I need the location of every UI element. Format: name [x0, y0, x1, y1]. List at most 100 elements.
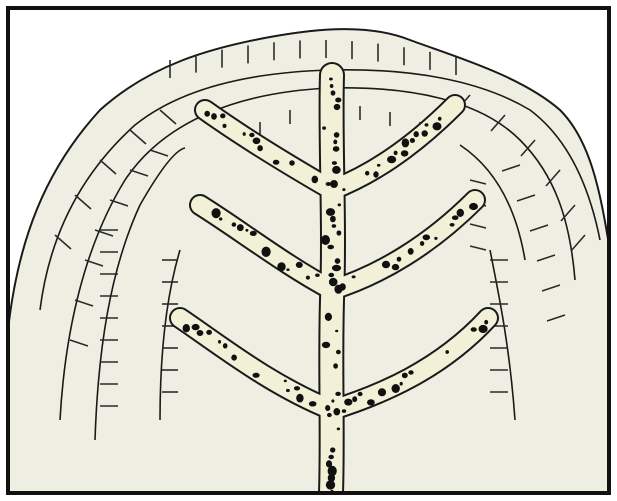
vein-speckle	[469, 203, 478, 210]
vein-speckle	[332, 166, 341, 174]
vein-speckle	[337, 428, 340, 431]
vein-speckle	[367, 399, 375, 405]
vein-speckle	[400, 382, 403, 386]
vein-speckle	[329, 278, 338, 287]
vein-speckle	[330, 447, 335, 452]
vein-speckle	[328, 273, 334, 277]
vein-speckle	[332, 265, 341, 271]
vein-speckle	[206, 330, 212, 335]
vein-speckle	[330, 180, 338, 188]
vein-speckle	[422, 130, 428, 136]
vein-speckle	[325, 313, 332, 321]
vein-speckle	[438, 117, 442, 121]
vein-speckle	[445, 350, 449, 354]
vein-speckle	[223, 343, 228, 348]
vein-speckle	[471, 327, 477, 332]
vein-speckle	[204, 111, 210, 117]
vein-speckle	[433, 122, 442, 130]
vein-speckle	[457, 209, 464, 217]
vein-speckle	[450, 223, 455, 227]
vein-speckle	[333, 408, 340, 415]
vein-speckle	[212, 208, 221, 218]
vein-speckle	[392, 384, 400, 393]
vein-speckle	[333, 146, 340, 152]
vein-speckle	[328, 455, 334, 459]
vein-speckle	[342, 188, 345, 191]
vein-speckle	[306, 276, 310, 280]
vein-speckle	[339, 283, 345, 290]
vein-speckle	[220, 113, 225, 118]
vein-speckle	[326, 480, 335, 489]
vein-speckle	[334, 104, 341, 110]
vein-speckle	[335, 392, 341, 396]
vein-speckle	[387, 156, 396, 164]
vein-speckle	[352, 396, 357, 402]
vein-speckle	[286, 389, 290, 392]
vein-speckle	[425, 123, 429, 126]
vein-speckle	[237, 224, 244, 231]
vein-speckle	[335, 258, 341, 264]
vein-speckle	[331, 399, 334, 402]
vein-speckle	[294, 386, 300, 390]
vein-speckle	[397, 257, 402, 262]
vein-speckle	[183, 324, 190, 332]
vein-speckle	[337, 230, 342, 235]
vein-speckle	[423, 234, 431, 240]
vein-speckle	[289, 160, 295, 165]
vein-speckle	[414, 131, 419, 137]
vein-speckle	[352, 275, 356, 278]
vein-speckle	[253, 373, 260, 378]
vein-speckle	[223, 124, 227, 128]
vein-speckle	[232, 222, 237, 226]
vein-speckle	[401, 150, 409, 156]
vein-speckle	[219, 217, 222, 220]
vein-speckle	[325, 405, 330, 411]
vein-speckle	[335, 330, 338, 332]
vein-speckle	[211, 113, 217, 120]
vein-speckle	[286, 268, 289, 271]
vein-speckle	[382, 261, 390, 269]
vein-speckle	[330, 84, 334, 88]
vein-speckle	[332, 161, 337, 165]
vein-speckle	[342, 409, 346, 413]
vein-speckle	[335, 98, 341, 103]
vein-speckle	[331, 90, 336, 95]
vein-speckle	[192, 324, 200, 330]
vein-speckle	[315, 274, 320, 277]
vein-speckle	[402, 138, 410, 147]
vein-speckle	[273, 160, 280, 165]
vein-speckle	[231, 355, 237, 361]
vein-speckle	[420, 241, 424, 246]
vein-speckle	[245, 229, 248, 232]
vein-speckle	[257, 145, 263, 151]
vein-speckle	[277, 262, 285, 271]
vein-speckle	[218, 340, 221, 344]
vein-speckle	[479, 325, 488, 333]
vein-speckle	[358, 392, 363, 396]
vein-speckle	[330, 216, 336, 223]
vein-speckle	[365, 171, 369, 176]
vein-speckle	[327, 245, 334, 250]
vein-speckle	[408, 370, 413, 374]
vein-speckle	[296, 394, 303, 403]
vein-speckle	[402, 373, 408, 379]
vein-speckle	[332, 224, 337, 228]
vein-speckle	[410, 138, 415, 143]
vein-speckle	[408, 248, 414, 255]
vein-speckle	[394, 151, 398, 156]
vein-speckle	[322, 342, 330, 348]
vein-speckle	[312, 176, 319, 184]
vein-speckle	[484, 320, 488, 325]
vein-speckle	[284, 380, 287, 383]
vein-speckle	[392, 264, 399, 270]
vein-speckle	[327, 413, 332, 417]
vein-speckle	[336, 350, 341, 355]
vein-speckle	[344, 399, 352, 406]
vein-speckle	[309, 401, 317, 406]
vein-speckle	[322, 126, 326, 129]
vein-speckle	[334, 132, 340, 138]
vein-speckle	[253, 138, 261, 145]
vein-speckle	[378, 388, 386, 396]
